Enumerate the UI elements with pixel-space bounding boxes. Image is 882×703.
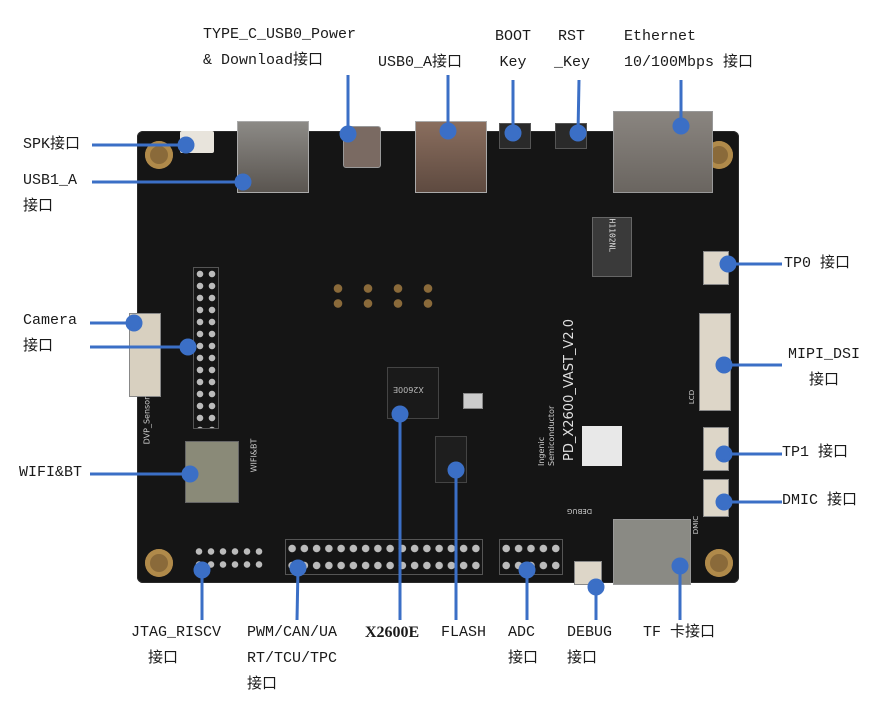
label-spk: SPK接口 [23, 132, 80, 158]
label-jtag-line2: 接口 [148, 650, 179, 667]
callout-dot-flash [447, 461, 465, 479]
label-camera: Camera 接口 [23, 308, 77, 360]
label-jtag: JTAG_RISCV 接口 [126, 620, 226, 672]
label-usb1-a-line1: USB1_A [23, 172, 78, 189]
pwm-can-uart-header [285, 539, 483, 575]
label-type-c-line1: TYPE_C_USB0_Power [203, 26, 357, 43]
label-tf-line1: TF 卡接口 [643, 624, 716, 641]
callout-dot-tp0 [719, 255, 737, 273]
label-debug-line1: DEBUG [567, 624, 613, 641]
callout-dot-ethernet [672, 117, 690, 135]
callout-line-pwm [295, 567, 300, 621]
label-mipi-dsi-line2: 接口 [808, 372, 839, 389]
label-boot-line1: BOOT [494, 28, 531, 45]
label-flash-line1: FLASH [441, 624, 487, 641]
label-dmic-line1: DMIC 接口 [782, 492, 858, 509]
label-pwm-line2: RT/TCU/TPC [247, 650, 338, 667]
label-ethernet-line2: 10/100Mbps 接口 [624, 54, 754, 71]
label-tp1-line1: TP1 接口 [782, 444, 849, 461]
callout-dot-adc [518, 561, 536, 579]
label-wifi-bt-line1: WIFI&BT [19, 464, 83, 481]
label-tp0-line1: TP0 接口 [784, 255, 851, 272]
label-adc-line1: ADC [508, 624, 536, 641]
label-x2600e: X2600E [365, 620, 419, 646]
callout-dot-dmic [715, 493, 733, 511]
label-adc-line2: 接口 [508, 650, 539, 667]
label-x2600e-line1: X2600E [365, 624, 420, 641]
callout-dot-usb0-a [439, 122, 457, 140]
callout-dot-tp1 [715, 445, 733, 463]
label-pwm-line3: 接口 [247, 676, 278, 693]
callout-dot-pwm [289, 559, 307, 577]
callout-dot-rst [569, 124, 587, 142]
label-mipi-dsi-line1: MIPI_DSI [787, 346, 860, 363]
callout-dot-camera [125, 314, 143, 332]
pcb-board: H1102NL DVP_Sensor WIFI&BT X2600E PD_X26… [129, 111, 739, 585]
label-usb1-a-line2: 接口 [23, 198, 54, 215]
label-usb1-a: USB1_A 接口 [23, 168, 77, 220]
ethernet-port [613, 111, 713, 193]
label-tp1: TP1 接口 [782, 440, 848, 466]
label-tf: TF 卡接口 [643, 620, 715, 646]
label-mipi-dsi: MIPI_DSI 接口 [784, 342, 864, 394]
label-debug-line2: 接口 [567, 650, 598, 667]
label-ethernet: Ethernet 10/100Mbps 接口 [624, 24, 753, 76]
label-type-c: TYPE_C_USB0_Power & Download接口 [203, 22, 356, 74]
callout-dot-usb1-a [234, 173, 252, 191]
callout-dot-tf [671, 557, 689, 575]
callout-dot-spk [177, 136, 195, 154]
logo-block [582, 426, 622, 466]
label-flash: FLASH [441, 620, 486, 646]
label-adc: ADC 接口 [508, 620, 538, 672]
callout-dot-camera-header [179, 338, 197, 356]
ethernet-transformer [592, 217, 632, 277]
callout-dot-mipi [715, 356, 733, 374]
mounting-hole-bottom-left [145, 549, 173, 577]
label-camera-line1: Camera [23, 312, 78, 329]
label-spk-line1: SPK接口 [23, 136, 81, 153]
label-pwm: PWM/CAN/UA RT/TCU/TPC 接口 [247, 620, 337, 698]
label-dmic: DMIC 接口 [782, 488, 857, 514]
callout-dot-wifi [181, 465, 199, 483]
callout-dot-x2600e [391, 405, 409, 423]
label-type-c-line2: & Download接口 [203, 52, 324, 69]
label-ethernet-line1: Ethernet [624, 28, 697, 45]
label-camera-line2: 接口 [23, 338, 54, 355]
regulator-jumpers [323, 281, 443, 311]
mounting-hole-bottom-right [705, 549, 733, 577]
label-boot-line2: Key [499, 54, 527, 71]
gpio-header-left [193, 267, 219, 429]
label-boot: BOOT Key [488, 24, 538, 76]
label-rst: RST _Key [554, 24, 590, 76]
label-tp0: TP0 接口 [784, 251, 850, 277]
label-rst-line1: RST [558, 28, 586, 45]
label-jtag-line1: JTAG_RISCV [130, 624, 221, 641]
label-debug: DEBUG 接口 [567, 620, 612, 672]
callout-line-rst [576, 79, 581, 134]
callout-dot-type-c [339, 125, 357, 143]
crystal [463, 393, 483, 409]
label-pwm-line1: PWM/CAN/UA [247, 624, 338, 641]
callout-dot-boot [504, 124, 522, 142]
callout-dot-jtag [193, 561, 211, 579]
label-usb0-a-line1: USB0_A接口 [378, 54, 463, 71]
label-rst-line2: _Key [554, 54, 591, 71]
label-usb0-a: USB0_A接口 [378, 50, 462, 76]
callout-dot-debug [587, 578, 605, 596]
label-wifi-bt: WIFI&BT [19, 460, 82, 486]
